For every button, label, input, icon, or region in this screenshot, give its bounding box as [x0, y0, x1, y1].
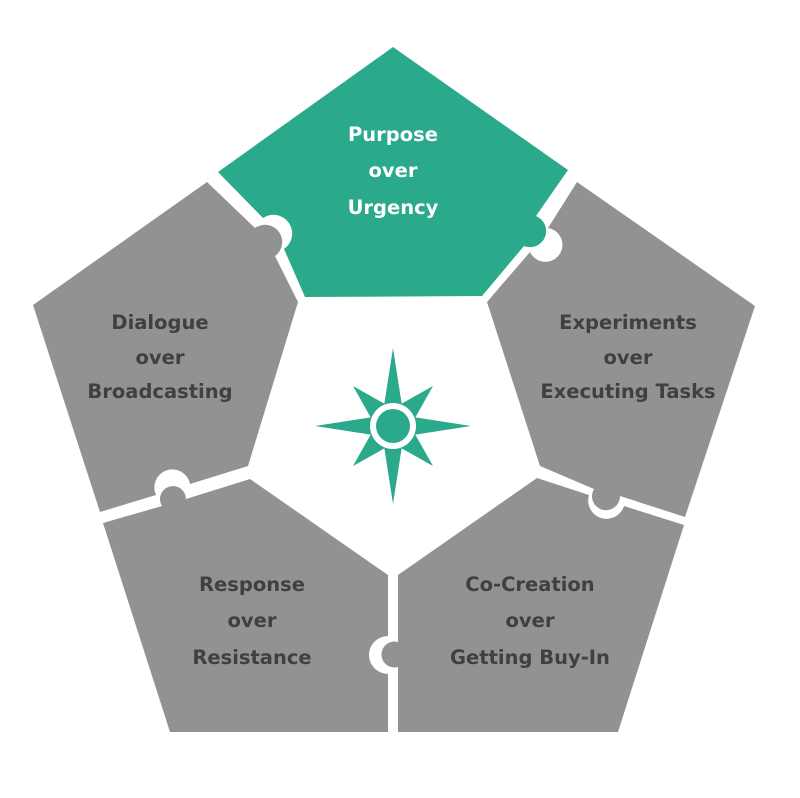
piece-left: Dialogue over Broadcasting	[33, 182, 298, 512]
piece-bottom-left: Response over Resistance	[103, 479, 388, 732]
piece-bottom-right-line-1: Co-Creation	[465, 573, 594, 596]
piece-left-shape	[33, 182, 298, 512]
compass-center-dot	[376, 409, 410, 443]
piece-right-line-2: over	[604, 346, 653, 369]
piece-bottom-right-shape	[381, 478, 684, 732]
piece-bottom-right: Co-Creation over Getting Buy-In	[381, 478, 684, 732]
compass-point-north	[384, 348, 402, 406]
compass-point-south	[384, 446, 402, 504]
compass-point-west	[315, 417, 373, 435]
piece-left-line-1: Dialogue	[111, 311, 208, 334]
piece-top-shape	[218, 47, 568, 297]
piece-bottom-left-shape	[103, 479, 388, 732]
piece-right-shape	[487, 182, 755, 517]
piece-bottom-left-line-1: Response	[199, 573, 305, 596]
compass-star-icon	[315, 348, 471, 504]
piece-right: Experiments over Executing Tasks	[487, 182, 755, 517]
piece-top: Purpose over Urgency	[218, 47, 568, 297]
piece-bottom-right-line-3: Getting Buy-In	[450, 646, 610, 669]
piece-right-line-3: Executing Tasks	[540, 380, 715, 403]
piece-right-line-1: Experiments	[559, 311, 697, 334]
piece-bottom-right-line-2: over	[506, 609, 555, 632]
piece-top-line-2: over	[369, 159, 418, 182]
piece-left-line-2: over	[136, 346, 185, 369]
piece-bottom-left-line-2: over	[228, 609, 277, 632]
compass-point-east	[413, 417, 471, 435]
piece-left-line-3: Broadcasting	[87, 380, 232, 403]
piece-bottom-left-line-3: Resistance	[192, 646, 311, 669]
piece-top-line-1: Purpose	[348, 123, 438, 146]
piece-top-line-3: Urgency	[348, 196, 439, 219]
